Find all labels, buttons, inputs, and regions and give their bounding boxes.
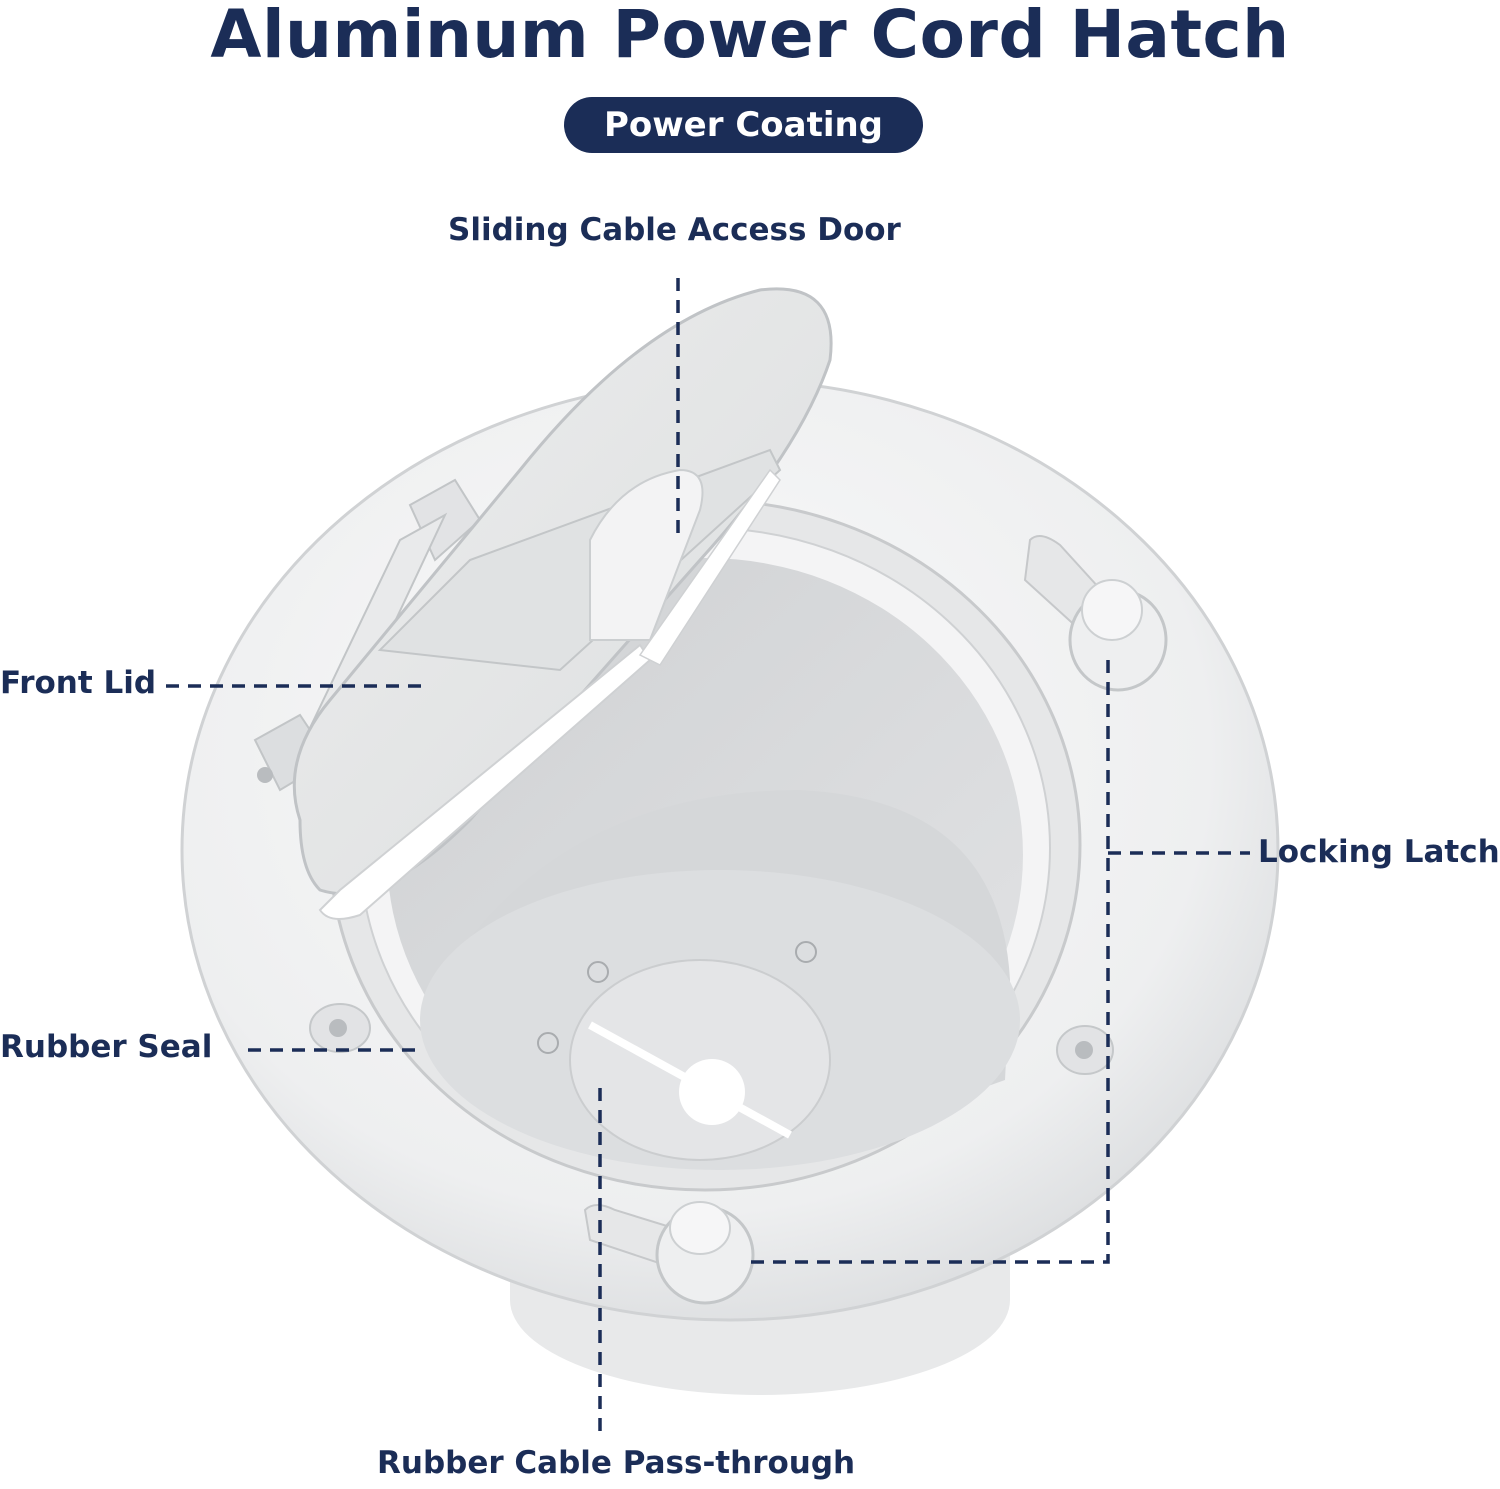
leader-lines — [166, 278, 1250, 1440]
leader-locking-latch — [748, 660, 1110, 1264]
power-coating-badge: Power Coating — [564, 97, 923, 153]
mounting-hole-left — [309, 1003, 371, 1053]
sliding-cable-access-door — [377, 448, 782, 672]
label-rubber-seal: Rubber Seal — [0, 1029, 213, 1065]
locking-latch-top — [1023, 535, 1168, 692]
mounting-hole-right — [1056, 1025, 1114, 1075]
label-locking-latch: Locking Latch — [1258, 834, 1500, 870]
page-title: Aluminum Power Cord Hatch — [210, 0, 1290, 73]
rubber-cable-pass-through — [537, 941, 831, 1161]
label-sliding-cable-access-door: Sliding Cable Access Door — [448, 212, 901, 248]
label-front-lid: Front Lid — [0, 665, 157, 701]
locking-latch-bottom — [583, 1201, 755, 1305]
label-rubber-cable-pass-through: Rubber Cable Pass-through — [377, 1445, 856, 1481]
